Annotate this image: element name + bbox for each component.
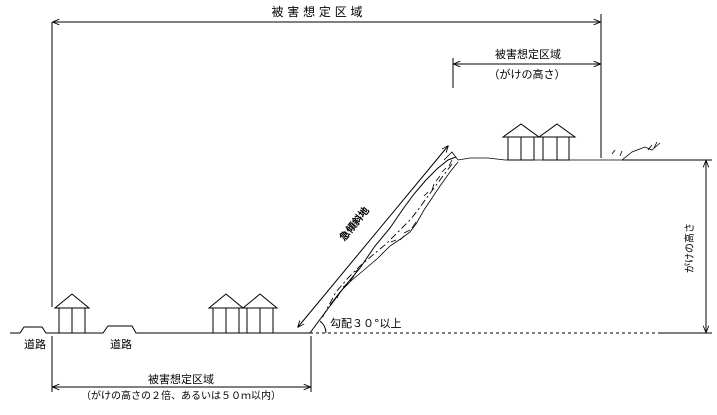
zone-bottom-dimension: 被害想定区域 （がけの高さの２倍、あるいは５０ｍ以内） — [51, 336, 312, 402]
zone-bottom-title: 被害想定区域 — [148, 372, 214, 386]
cliff-height-dimension: がけの高さ — [622, 159, 712, 334]
steep-slope-label: 急傾斜地 — [337, 204, 372, 243]
cliff-inner-dashed-slope — [321, 163, 453, 319]
road-label-mid: 道路 — [110, 337, 132, 351]
steep-slope-dimension: 急傾斜地 — [298, 146, 448, 327]
cliff-vegetation — [336, 141, 658, 299]
slope-angle-indicator: 勾配３０°以上 — [310, 317, 708, 334]
zone-top-dimension: 被害想定区域 （がけの高さ） — [452, 47, 600, 88]
ground-profile — [10, 141, 661, 334]
house-icon — [537, 123, 577, 161]
house-icon — [207, 293, 245, 334]
zone-top-title: 被害想定区域 — [495, 47, 561, 61]
slope-condition-label: 勾配３０°以上 — [330, 317, 402, 330]
house-icon — [501, 123, 541, 161]
cliff-top-edge — [443, 142, 661, 161]
house-icon — [53, 293, 91, 334]
zone-top-subtitle: （がけの高さ） — [489, 67, 566, 81]
zone-total-label: 被 害 想 定 区 域 — [271, 4, 362, 19]
zone-total-dimension: 被 害 想 定 区 域 — [51, 4, 602, 307]
zone-bottom-subtitle: （がけの高さの２倍、あるいは５０ｍ以内） — [81, 389, 281, 402]
road-label-left: 道路 — [24, 337, 46, 351]
cliff-height-label: がけの高さ — [683, 223, 696, 273]
cliff-face — [309, 156, 457, 334]
house-icon — [241, 293, 279, 334]
